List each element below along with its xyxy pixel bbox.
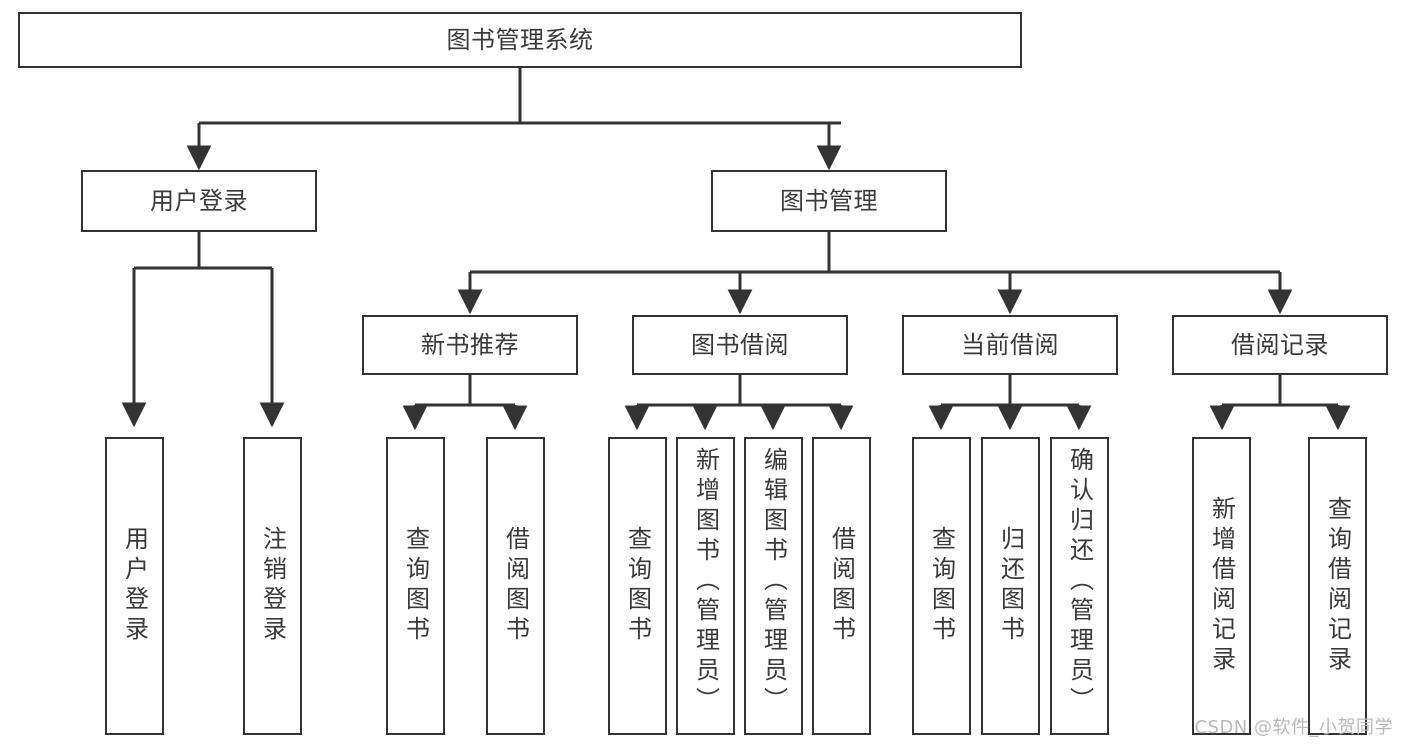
leaf-borrow-book-newbook[interactable]: 借阅图书 <box>486 437 545 735</box>
leaf-add-borrow-record[interactable]: 新增借阅记录 <box>1192 437 1251 735</box>
leaf-return-book[interactable]: 归还图书 <box>981 437 1040 735</box>
node-label: 图书借阅 <box>691 330 789 359</box>
node-root-book-management-system[interactable]: 图书管理系统 <box>18 12 1022 68</box>
node-label: 归还图书 <box>996 526 1025 646</box>
node-label: 编辑图书（管理员） <box>759 447 788 717</box>
node-label: 新书推荐 <box>421 330 519 359</box>
node-label: 查询借阅记录 <box>1323 496 1352 676</box>
node-label: 借阅图书 <box>827 526 856 646</box>
leaf-borrow-book[interactable]: 借阅图书 <box>812 437 871 735</box>
leaf-query-book-borrow[interactable]: 查询图书 <box>608 437 667 735</box>
node-book-borrow[interactable]: 图书借阅 <box>632 315 848 375</box>
node-label: 借阅记录 <box>1231 330 1329 359</box>
node-label: 确认归还（管理员） <box>1065 447 1094 717</box>
node-book-management[interactable]: 图书管理 <box>711 170 947 232</box>
leaf-query-borrow-record[interactable]: 查询借阅记录 <box>1308 437 1367 735</box>
node-label: 新增图书（管理员） <box>691 447 720 717</box>
node-label: 注销登录 <box>258 526 287 646</box>
leaf-query-book-newbook[interactable]: 查询图书 <box>386 437 445 735</box>
node-label: 查询图书 <box>927 526 956 646</box>
node-user-login[interactable]: 用户登录 <box>81 170 317 232</box>
node-label: 查询图书 <box>401 526 430 646</box>
node-label: 当前借阅 <box>961 330 1059 359</box>
node-label: 图书管理 <box>780 186 878 215</box>
leaf-edit-book-admin[interactable]: 编辑图书（管理员） <box>744 437 803 735</box>
leaf-confirm-return-admin[interactable]: 确认归还（管理员） <box>1050 437 1109 735</box>
node-label: 用户登录 <box>120 526 149 646</box>
node-new-book-recommend[interactable]: 新书推荐 <box>362 315 578 375</box>
node-label: 新增借阅记录 <box>1207 496 1236 676</box>
node-label: 用户登录 <box>150 186 248 215</box>
leaf-user-login[interactable]: 用户登录 <box>105 437 164 735</box>
node-label: 查询图书 <box>623 526 652 646</box>
leaf-query-book-current[interactable]: 查询图书 <box>912 437 971 735</box>
leaf-add-book-admin[interactable]: 新增图书（管理员） <box>676 437 735 735</box>
node-label: 借阅图书 <box>501 526 530 646</box>
node-borrow-record[interactable]: 借阅记录 <box>1172 315 1388 375</box>
leaf-logout-login[interactable]: 注销登录 <box>243 437 302 735</box>
node-current-borrow[interactable]: 当前借阅 <box>902 315 1118 375</box>
node-label: 图书管理系统 <box>446 25 594 54</box>
